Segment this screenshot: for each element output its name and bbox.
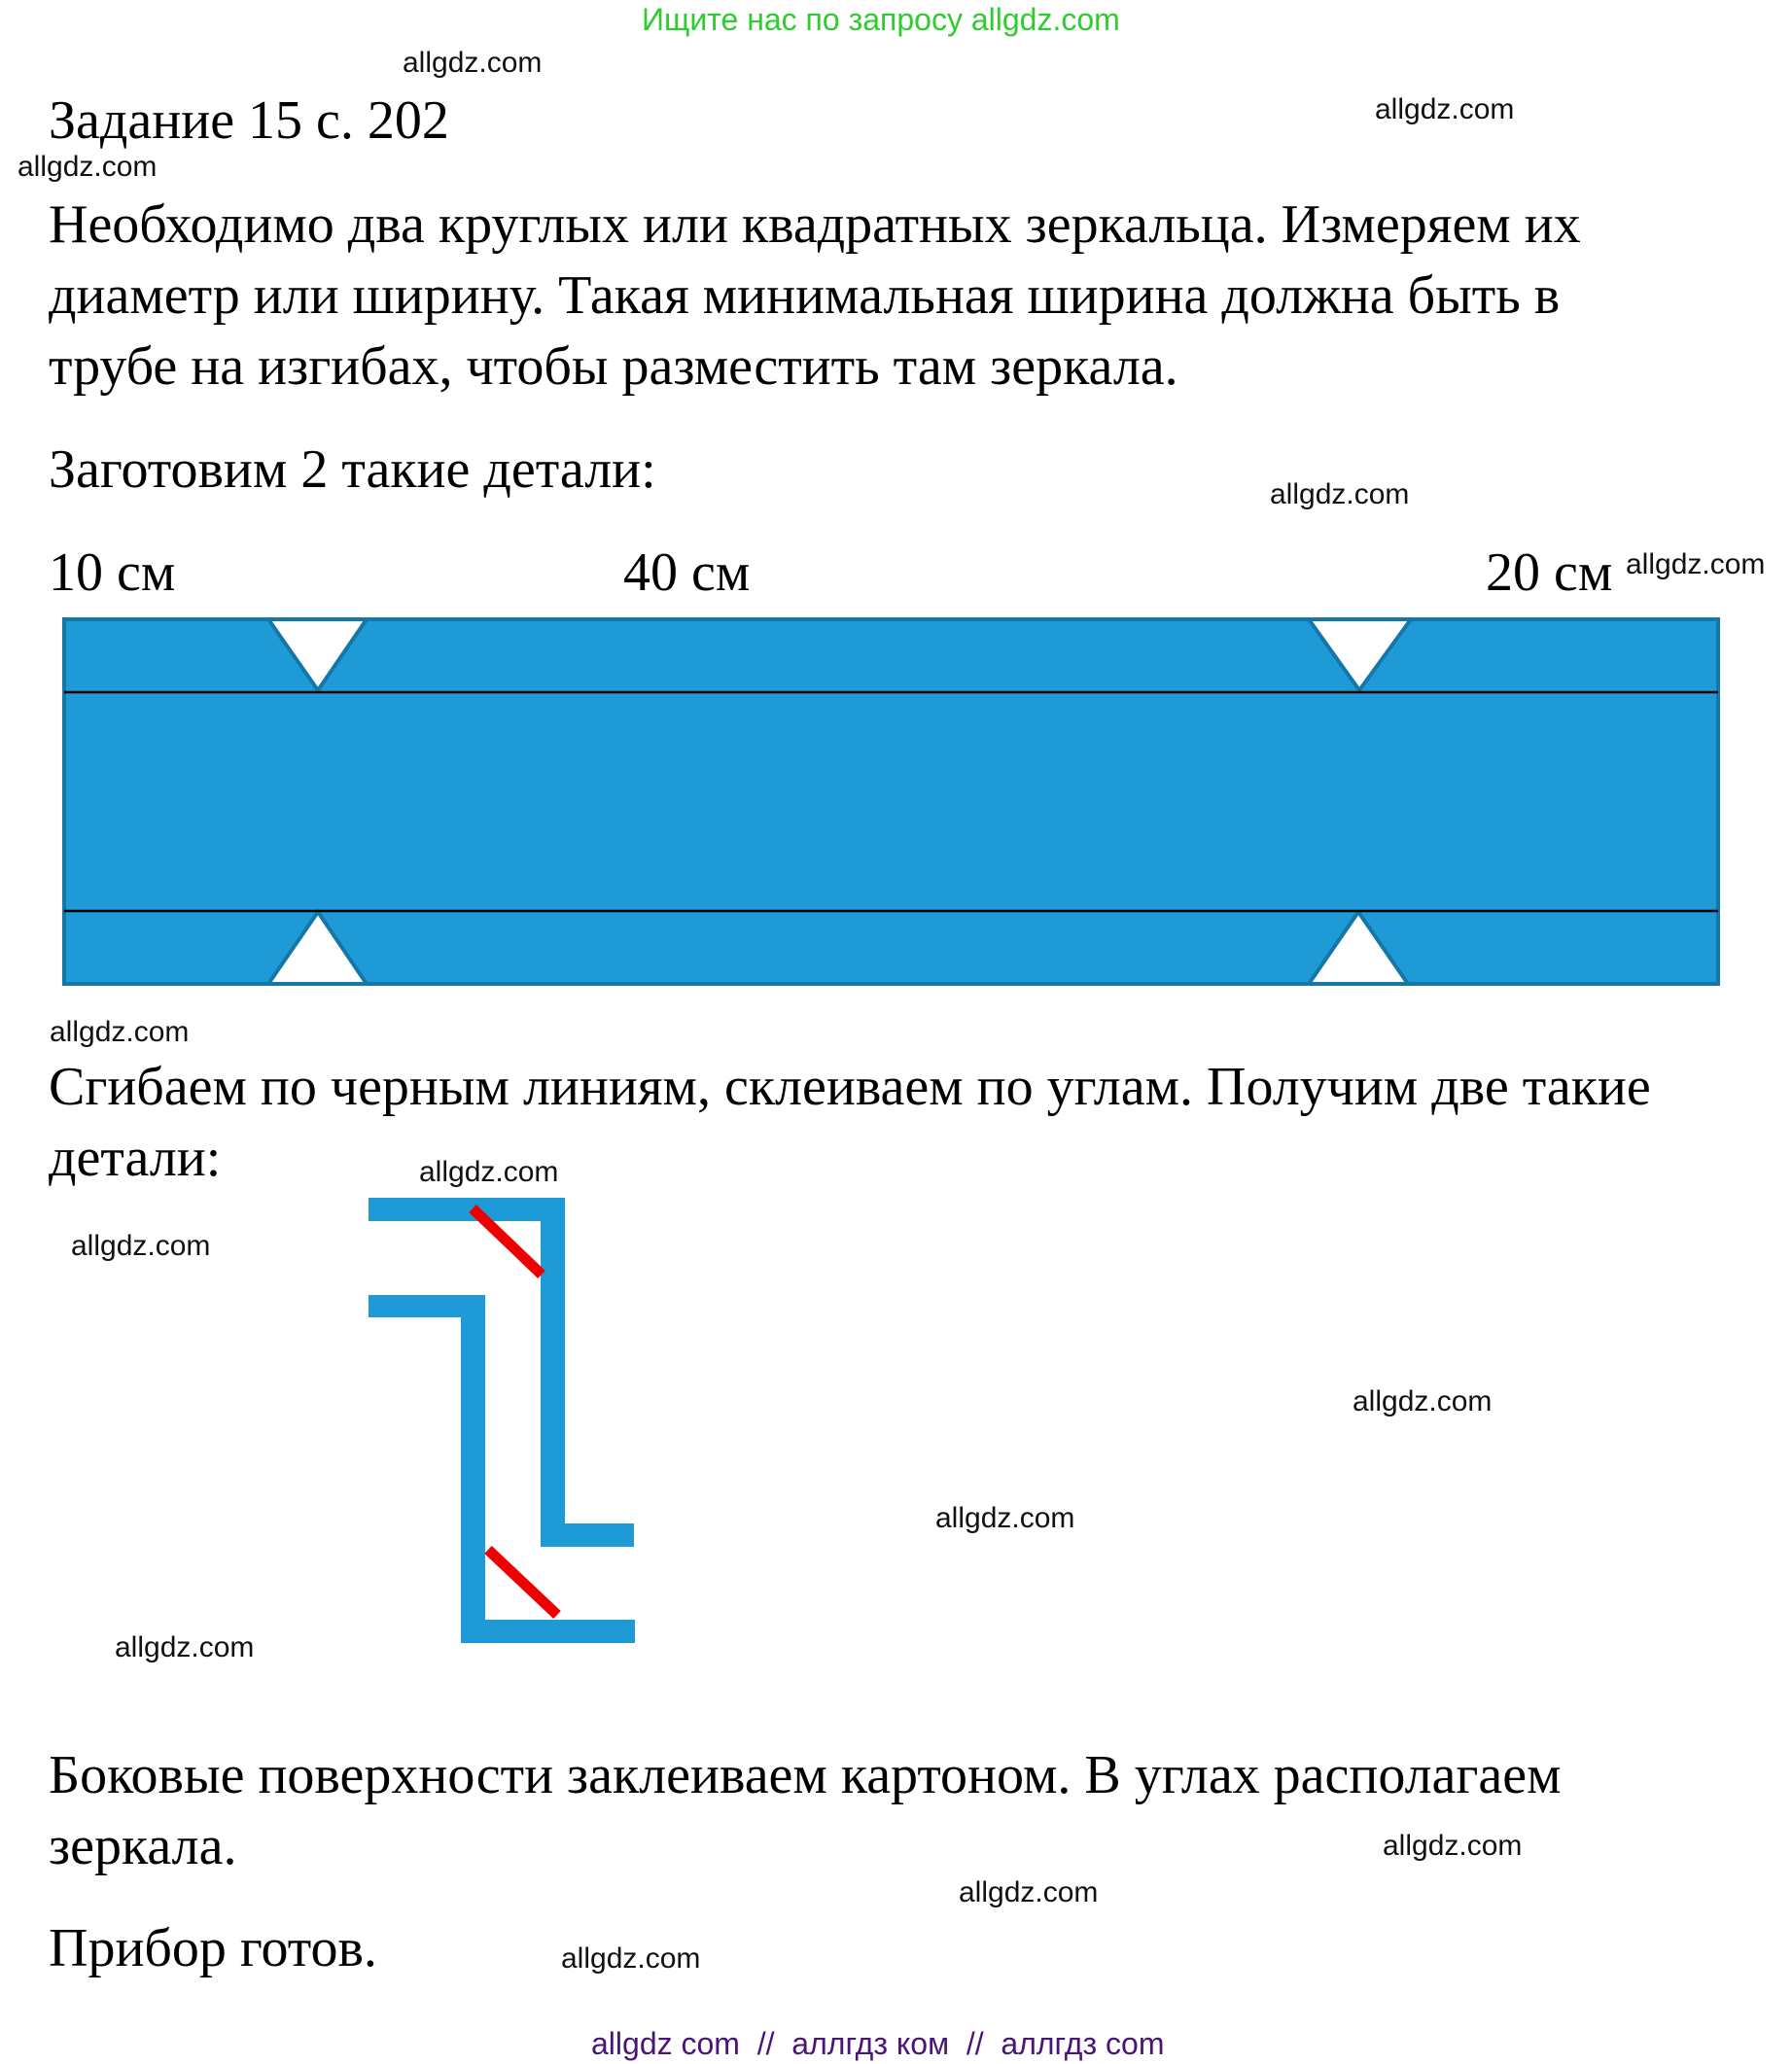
search-banner: Ищите нас по запросу allgdz.com [642,2,1120,37]
notch-bottom-right [1305,908,1412,986]
watermark: allgdz.com [1314,789,1454,822]
intro-line-1: Необходимо два круглых или квадратных зе… [49,194,1581,255]
watermark: allgdz.com [18,151,158,183]
watermark: allgdz.com [419,1156,559,1188]
watermark: allgdz.com [561,1942,701,1975]
intro-line-3: трубе на изгибах, чтобы разместить там з… [49,336,1178,397]
watermark: allgdz.com [115,1631,255,1663]
fold-line-1: Сгибаем по черным линиям, склеиваем по у… [49,1057,1651,1117]
mirror-bottom [484,1545,561,1620]
notch-top-left [264,617,370,694]
watermark: allgdz.com [71,1230,211,1262]
done-text: Прибор готов. [49,1918,377,1978]
notch-bottom-left [264,908,370,986]
watermark: allgdz.com [403,47,543,79]
prepare-text: Заготовим 2 такие детали: [49,439,656,500]
intro-line-2: диаметр или ширину. Такая минимальная ши… [49,265,1561,326]
watermark: allgdz.com [1353,1385,1493,1417]
mirror-top [469,1205,545,1278]
watermark: allgdz.com [935,1502,1075,1534]
watermark: allgdz.com [1383,1830,1523,1862]
label-10cm: 10 см [49,542,176,603]
fold-line-2: детали: [49,1128,222,1188]
notch-top-right [1305,617,1415,694]
periscope-diagram [369,1198,635,1643]
watermark: allgdz.com [959,1876,1099,1908]
label-40cm: 40 см [623,542,751,603]
watermark: allgdz.com [50,1016,190,1048]
label-20cm: 20 см [1486,542,1613,603]
finish-line-2: зеркала. [49,1816,237,1876]
footer-links: allgdz com // аллгдз ком // аллгдз com [591,2026,1165,2061]
watermark: allgdz.com [1270,478,1410,510]
task-title: Задание 15 с. 202 [49,90,449,151]
watermark: allgdz.com [1626,548,1766,580]
strip-net [62,617,1720,986]
watermark: allgdz.com [689,707,829,739]
finish-line-1: Боковые поверхности заклеиваем картоном.… [49,1745,1562,1805]
watermark: allgdz.com [1375,93,1515,125]
